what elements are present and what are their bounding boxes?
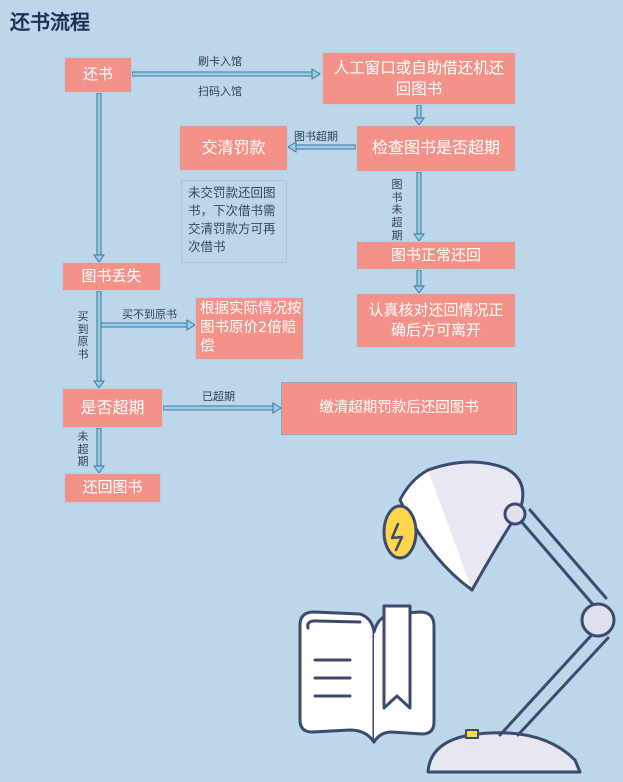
- node-compensate: 根据实际情况按图书原价2倍赔偿: [195, 297, 304, 360]
- label-already-overdue: 已超期: [202, 390, 235, 403]
- fine-note: 未交罚款还回图书，下次借书需交清罚款方可再次借书: [181, 180, 287, 263]
- node-book-lost: 图书丢失: [62, 262, 161, 291]
- node-pay-overdue-return: 缴清超期罚款后还回图书: [281, 382, 517, 435]
- label-bought: 买到原书: [77, 310, 89, 361]
- node-normal-return: 图书正常还回: [356, 241, 516, 270]
- node-return-final: 还回图书: [64, 473, 161, 503]
- node-check-overdue: 检查图书是否超期: [356, 125, 516, 172]
- node-pay-fine: 交清罚款: [179, 125, 288, 171]
- label-book-not-overdue: 图书未超期: [391, 178, 403, 242]
- label-scan-code: 扫码入馆: [198, 85, 242, 98]
- label-book-overdue: 图书超期: [294, 130, 338, 143]
- node-machine-return: 人工窗口或自助借还机还回图书: [322, 52, 516, 105]
- label-not-overdue: 未超期: [77, 430, 89, 469]
- node-return-book: 还书: [64, 57, 132, 93]
- node-is-overdue: 是否超期: [62, 388, 163, 428]
- desk-lamp-icon: [382, 460, 616, 774]
- node-verify: 认真核对还回情况正确后方可离开: [356, 293, 516, 348]
- open-book-icon: [298, 604, 436, 744]
- page-title: 还书流程: [10, 10, 90, 34]
- label-swipe-card: 刷卡入馆: [198, 55, 242, 68]
- label-cannot-buy: 买不到原书: [122, 308, 177, 321]
